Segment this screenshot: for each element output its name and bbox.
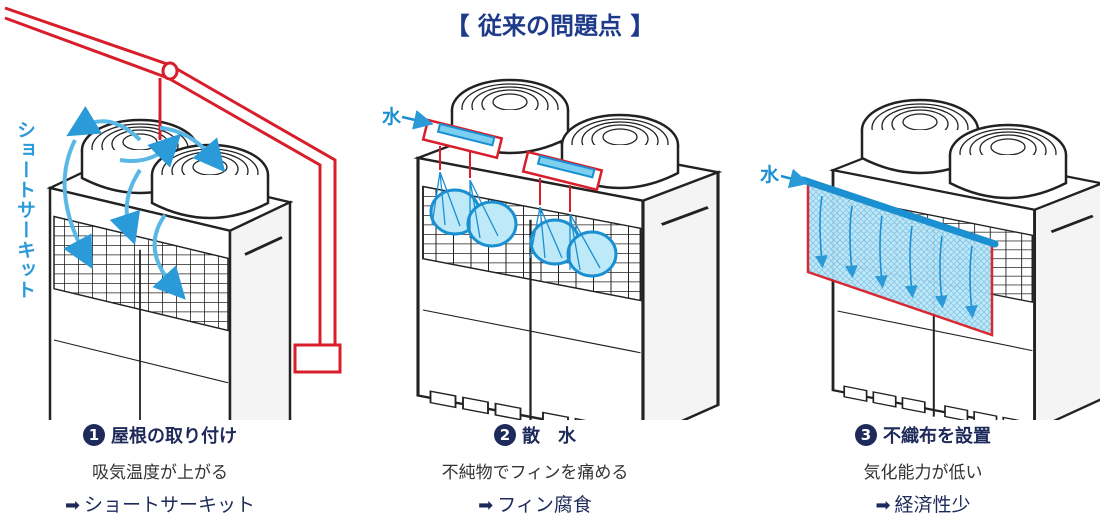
nonwoven-fabric [799,176,999,337]
caption-result: ➡フィン腐食 [478,494,592,516]
number-badge: 1 [83,424,105,446]
short-circuit-arrows [62,106,226,300]
page-title: 【 従来の問題点 】 [445,12,655,40]
water-label-3: 水 [760,164,780,186]
arrow-right-icon: ➡ [478,495,494,516]
caption-description: 不純物でフィンを痛める [441,463,629,483]
arrow-right-icon: ➡ [875,495,891,516]
caption-heading: 不織布を設置 [883,426,991,447]
caption-heading: 屋根の取り付け [111,426,237,447]
caption-description: 気化能力が低い [863,463,983,483]
caption-result: ➡ショートサーキット [64,494,256,516]
number-badge: 2 [494,424,516,446]
caption-panel-1: 1 屋根の取り付け 吸気温度が上がる ➡ショートサーキット [10,420,310,516]
caption-panel-3: 3 不織布を設置 気化能力が低い ➡経済性少 [773,420,1073,516]
number-badge: 3 [855,424,877,446]
roof-structure [4,6,342,374]
water-label-2: 水 [382,106,402,128]
short-circuit-vertical-label: ショートサーキット [14,120,36,300]
caption-description: 吸気温度が上がる [92,463,228,483]
caption-heading: 散 水 [522,426,576,447]
caption-result: ➡経済性少 [875,494,971,516]
arrow-right-icon: ➡ [64,495,81,516]
diagram-illustration: ショートサーキット 水 [4,6,1100,420]
caption-panel-2: 2 散 水 不純物でフィンを痛める ➡フィン腐食 [385,420,685,516]
